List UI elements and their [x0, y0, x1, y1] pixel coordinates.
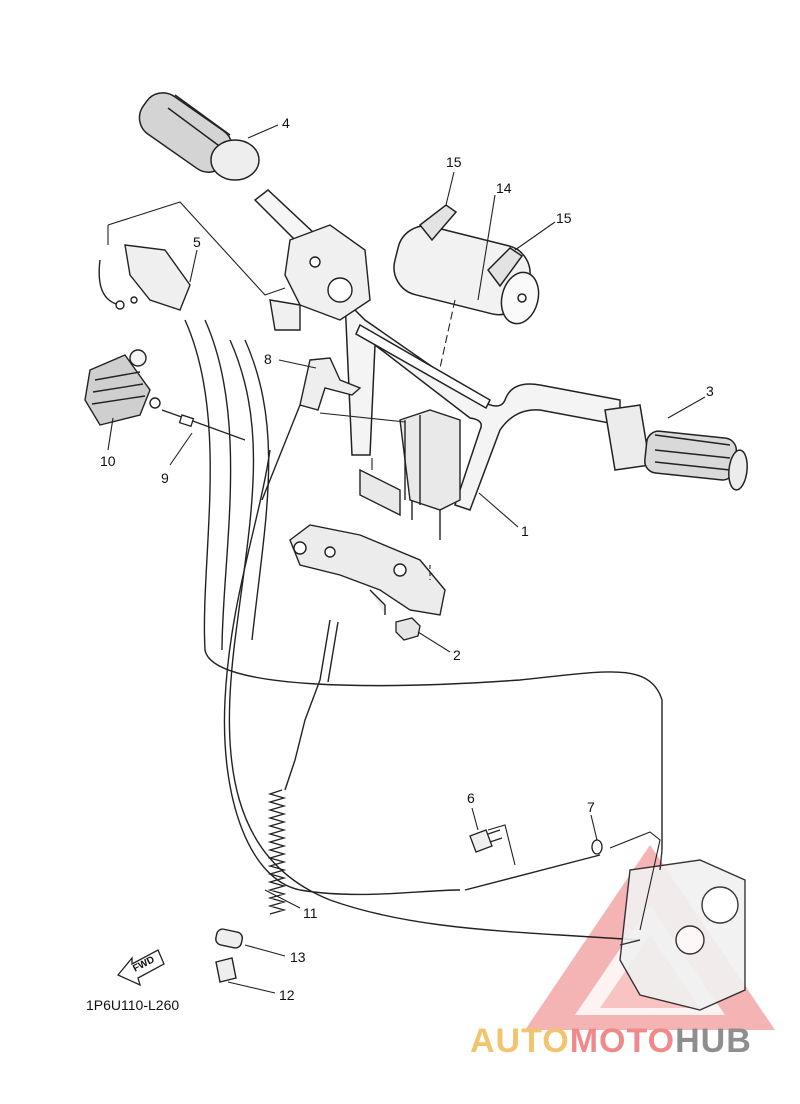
callout-15b: 15: [556, 210, 572, 226]
callout-5: 5: [193, 234, 201, 250]
callout-4: 4: [282, 115, 290, 131]
callout-11: 11: [303, 905, 318, 921]
bolt-and-oring: [469, 829, 603, 855]
assembly-lines: [107, 201, 661, 931]
callout-14: 14: [496, 180, 512, 196]
carburetor: [619, 849, 746, 1011]
diagram-code: 1P6U110-L260: [86, 997, 179, 1013]
svg-text:AUTOMOTOHUB: AUTOMOTOHUB: [470, 1022, 752, 1060]
leader-lines: [107, 124, 706, 994]
watermark-auto: AUTO: [470, 1022, 570, 1060]
callout-10: 10: [100, 453, 116, 469]
callout-9: 9: [161, 470, 169, 486]
callout-6: 6: [467, 790, 475, 806]
callout-12: 12: [279, 987, 295, 1003]
callout-labels: 1 2 3 4 5 6 7 8 9 10 11 12 13 14 15 15: [100, 115, 714, 1003]
right-grip: [604, 404, 748, 491]
callout-2: 2: [453, 647, 461, 663]
callout-1: 1: [521, 523, 529, 539]
handlebar-clamp: [359, 409, 461, 540]
hot-start-cable: [161, 409, 246, 441]
cable-spring: [267, 789, 287, 915]
callout-13: 13: [290, 949, 306, 965]
forward-arrow: FWD: [116, 949, 165, 987]
callout-3: 3: [706, 383, 714, 399]
flange-nut: [395, 617, 421, 641]
watermark-hub: HUB: [675, 1022, 752, 1060]
callout-8: 8: [264, 351, 272, 367]
hot-start-lever: [261, 357, 362, 501]
top-bracket: [289, 524, 446, 616]
throttle-cable-junction: [98, 244, 191, 311]
spare-grip: [393, 204, 540, 325]
watermark-moto: MOTO: [570, 1022, 675, 1060]
throttle-housing: [269, 224, 371, 331]
cable-caps: [215, 928, 244, 983]
engine-stop-switch: [84, 349, 161, 426]
cables: [184, 319, 663, 941]
handlebar: [344, 298, 621, 511]
watermark-wordmark: AUTOMOTOHUB: [470, 1022, 752, 1060]
callout-15a: 15: [446, 154, 462, 170]
callout-7: 7: [587, 799, 595, 815]
